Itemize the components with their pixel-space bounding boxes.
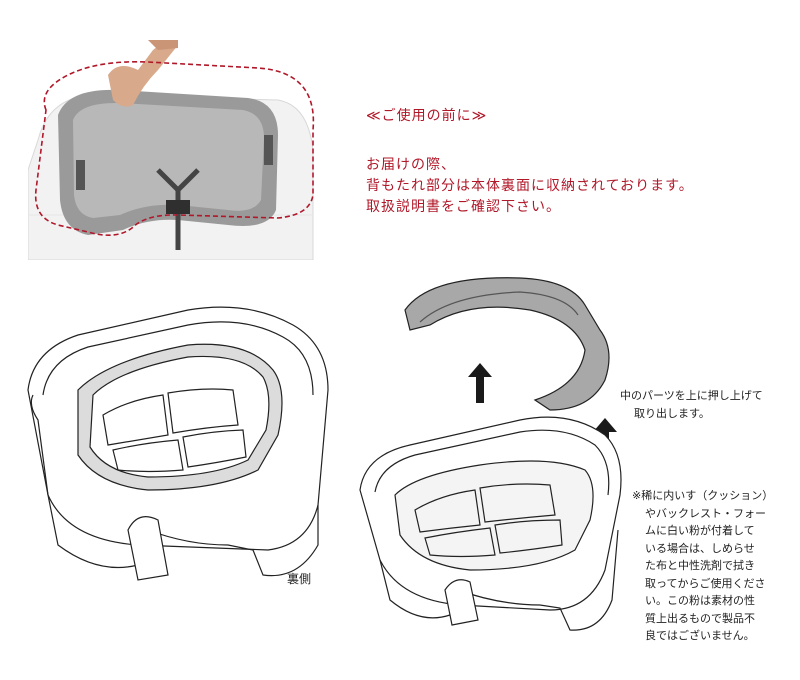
caution-line: 取ってからご使用くださ [645, 576, 766, 590]
notice-line: 背もたれ部分は本体裏面に収納されております。 [366, 178, 694, 194]
caution-line: い。この粉は素材の性 [645, 594, 755, 607]
caution-note: ※稀に内いす（クッション） やバックレスト・フォー ムに白い粉が付着して いる場… [632, 487, 773, 645]
caution-line: いる場合は、しめらせ [645, 541, 755, 555]
product-photo [28, 40, 318, 260]
notice-line: 取扱説明書をご確認下さい。 [366, 199, 561, 215]
caution-line: 良ではございません。 [645, 629, 755, 642]
caution-line: やバックレスト・フォー [645, 506, 766, 520]
removal-illustration [350, 270, 630, 674]
underside-illustration [18, 295, 338, 599]
caution-line: ※稀に内いす（クッション） [632, 489, 774, 502]
lift-instruction-line: 中のパーツを上に押し上げて [620, 389, 763, 402]
back-side-label: 裏側 [287, 572, 312, 586]
lift-instruction-line: 取り出します。 [634, 407, 710, 420]
notice-block: ≪ご使用の前に≫ お届けの際、 背もたれ部分は本体裏面に収納されております。 取… [366, 105, 694, 218]
caution-line: 質上出るもので製品不 [645, 611, 755, 625]
caution-line: た布と中性洗剤で拭き [645, 559, 755, 572]
notice-body: お届けの際、 背もたれ部分は本体裏面に収納されております。 取扱説明書をご確認下… [366, 155, 694, 218]
notice-line: お届けの際、 [366, 157, 456, 173]
lift-instruction: 中のパーツを上に押し上げて 取り出します。 [620, 387, 763, 423]
caution-line: ムに白い粉が付着して [645, 524, 755, 537]
notice-heading: ≪ご使用の前に≫ [366, 108, 488, 124]
